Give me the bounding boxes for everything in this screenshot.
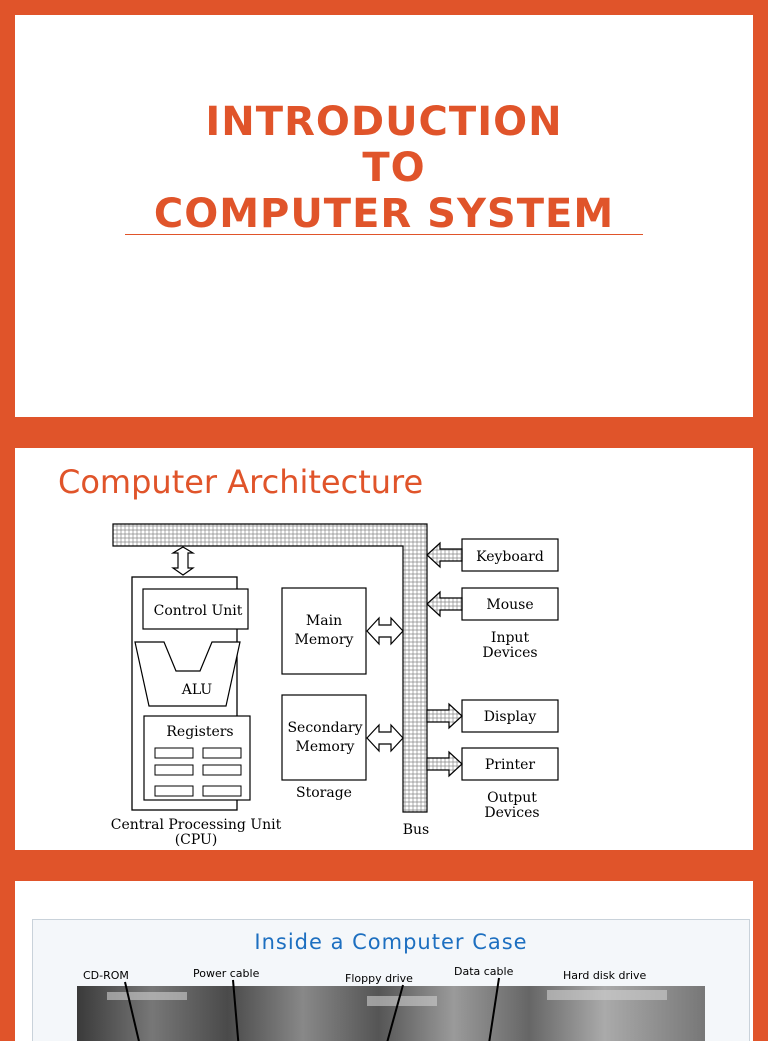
registers-label: Registers	[166, 724, 233, 740]
alu-shape	[134, 641, 241, 707]
control-unit-box	[142, 588, 249, 630]
register-cell	[154, 747, 194, 759]
secondary-memory-box	[281, 694, 367, 781]
mouse-input-arrow	[426, 590, 463, 618]
cpu-caption-line2: (CPU)	[175, 832, 218, 848]
title-slide: INTRODUCTION TO COMPUTER SYSTEM	[15, 15, 753, 417]
register-cell	[154, 764, 194, 776]
architecture-slide: Computer Architecture Control Unit ALU R…	[15, 448, 753, 850]
keyboard-input-arrow	[426, 541, 463, 569]
display-output-arrow	[426, 702, 463, 730]
register-cell	[154, 785, 194, 797]
display-label: Display	[484, 709, 537, 725]
alu-label: ALU	[181, 682, 213, 698]
computer-case-figure: Inside a Computer Case CD-ROM Power cabl…	[32, 919, 750, 1041]
printer-box	[461, 747, 559, 781]
main-memory-bus-arrow	[366, 616, 404, 646]
label-hard-disk-drive: Hard disk drive	[563, 969, 647, 982]
secondary-memory-bus-arrow	[366, 723, 404, 753]
label-power-cable: Power cable	[193, 967, 260, 980]
register-cell	[202, 764, 242, 776]
label-leader-lines	[124, 977, 500, 1041]
control-unit-label: Control Unit	[154, 603, 243, 619]
register-cell	[202, 785, 242, 797]
title-line-3: COMPUTER SYSTEM	[153, 191, 615, 237]
label-floppy-drive: Floppy drive	[345, 972, 413, 985]
photo-detail	[107, 992, 187, 1000]
keyboard-label: Keyboard	[476, 549, 544, 565]
storage-label: Storage	[296, 785, 352, 801]
figure-title: Inside a Computer Case	[254, 930, 528, 954]
output-caption-line2: Devices	[484, 805, 539, 821]
title-line-1: INTRODUCTION	[205, 99, 563, 145]
main-memory-line1: Main	[306, 613, 342, 629]
input-caption-line1: Input	[491, 630, 530, 646]
slide-title: Computer Architecture	[58, 463, 424, 501]
mouse-box	[461, 587, 559, 621]
photo-detail	[547, 990, 667, 1000]
main-memory-line2: Memory	[295, 632, 354, 648]
system-bus	[112, 523, 428, 813]
printer-output-arrow	[426, 750, 463, 778]
computer-case-slide: Inside a Computer Case CD-ROM Power cabl…	[15, 881, 753, 1041]
output-caption-line1: Output	[487, 790, 537, 806]
register-cell	[202, 747, 242, 759]
label-data-cable: Data cable	[454, 965, 514, 978]
display-box	[461, 699, 559, 733]
cpu-caption-line1: Central Processing Unit	[111, 817, 282, 833]
secondary-memory-line2: Memory	[296, 739, 355, 755]
architecture-diagram: Control Unit ALU Registers Central Proce…	[111, 523, 559, 848]
main-memory-box	[281, 587, 367, 675]
slide-title: INTRODUCTION TO COMPUTER SYSTEM	[15, 99, 753, 237]
photo-detail	[367, 996, 437, 1006]
label-cd-rom: CD-ROM	[83, 969, 129, 982]
bus-label: Bus	[403, 822, 430, 838]
secondary-memory-line1: Secondary	[287, 720, 362, 736]
mouse-label: Mouse	[486, 597, 533, 613]
title-line-2: TO	[362, 145, 426, 191]
printer-label: Printer	[485, 757, 536, 773]
title-underline	[125, 234, 643, 235]
input-caption-line2: Devices	[482, 645, 537, 661]
cpu-bus-arrow	[170, 546, 196, 576]
